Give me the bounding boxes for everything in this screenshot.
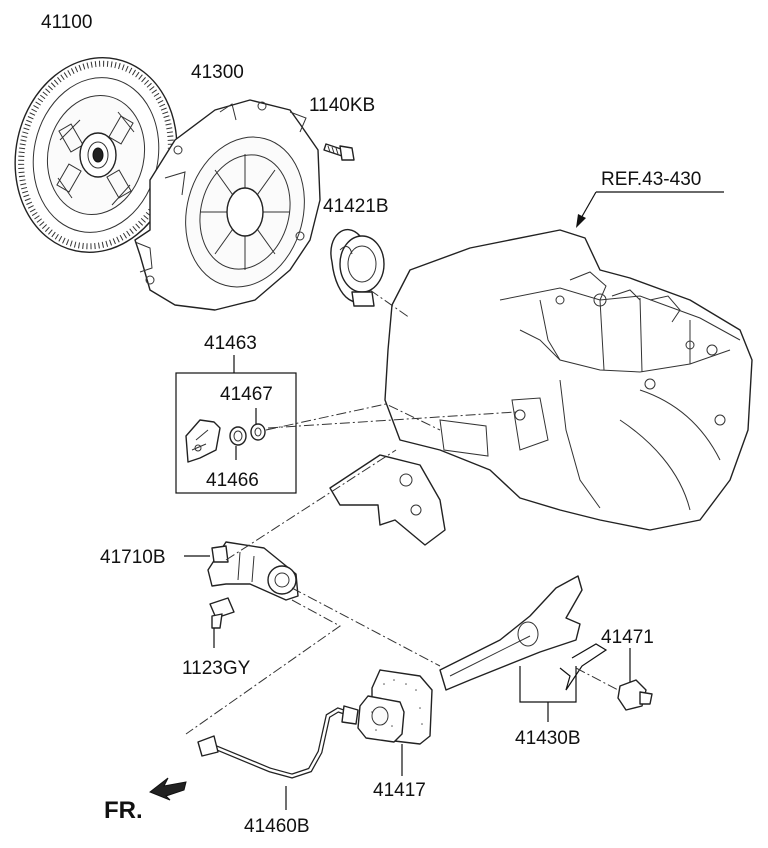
bracket-41466 xyxy=(185,419,221,463)
bleeder-bolt xyxy=(209,597,235,629)
label-clutch-tube: 41460B xyxy=(244,816,310,837)
ref-arrowhead xyxy=(576,214,586,228)
label-clutch-disc: 41100 xyxy=(41,12,92,33)
fork-spring xyxy=(559,643,608,691)
assembly-lines xyxy=(185,289,619,735)
fork-bolt xyxy=(617,679,653,711)
label-ref-transaxle: REF.43-430 xyxy=(601,169,701,190)
clutch-cover xyxy=(134,99,321,311)
label-bracket-kit: 41463 xyxy=(204,333,257,354)
ref-leader-arrow xyxy=(579,191,597,221)
release-bearing xyxy=(330,229,385,307)
label-fork-spring: 41471 xyxy=(601,627,654,648)
release-fork xyxy=(439,575,583,691)
label-bracket: 41466 xyxy=(206,470,259,491)
label-fork-assy: 41430B xyxy=(515,728,581,749)
fork-assy-bracket xyxy=(519,666,577,722)
front-marker-label: FR. xyxy=(104,797,143,824)
label-release-bearing: 41421B xyxy=(323,196,389,217)
transaxle-body xyxy=(329,229,753,546)
label-boot: 41417 xyxy=(373,780,426,801)
label-cover-bolt: 1140KB xyxy=(309,95,375,116)
clutch-tube xyxy=(197,705,359,779)
boot xyxy=(357,669,433,745)
front-arrow-icon xyxy=(149,777,187,801)
bush-41467 xyxy=(229,423,266,446)
label-bush: 41467 xyxy=(220,384,273,405)
cover-bolt xyxy=(323,143,355,161)
label-concentric-cylinder: 41710B xyxy=(100,547,166,568)
bracket-kit-box xyxy=(175,372,297,494)
label-bleeder-bolt: 1123GY xyxy=(182,658,251,679)
concentric-cylinder xyxy=(207,541,299,601)
label-clutch-cover: 41300 xyxy=(191,62,244,83)
